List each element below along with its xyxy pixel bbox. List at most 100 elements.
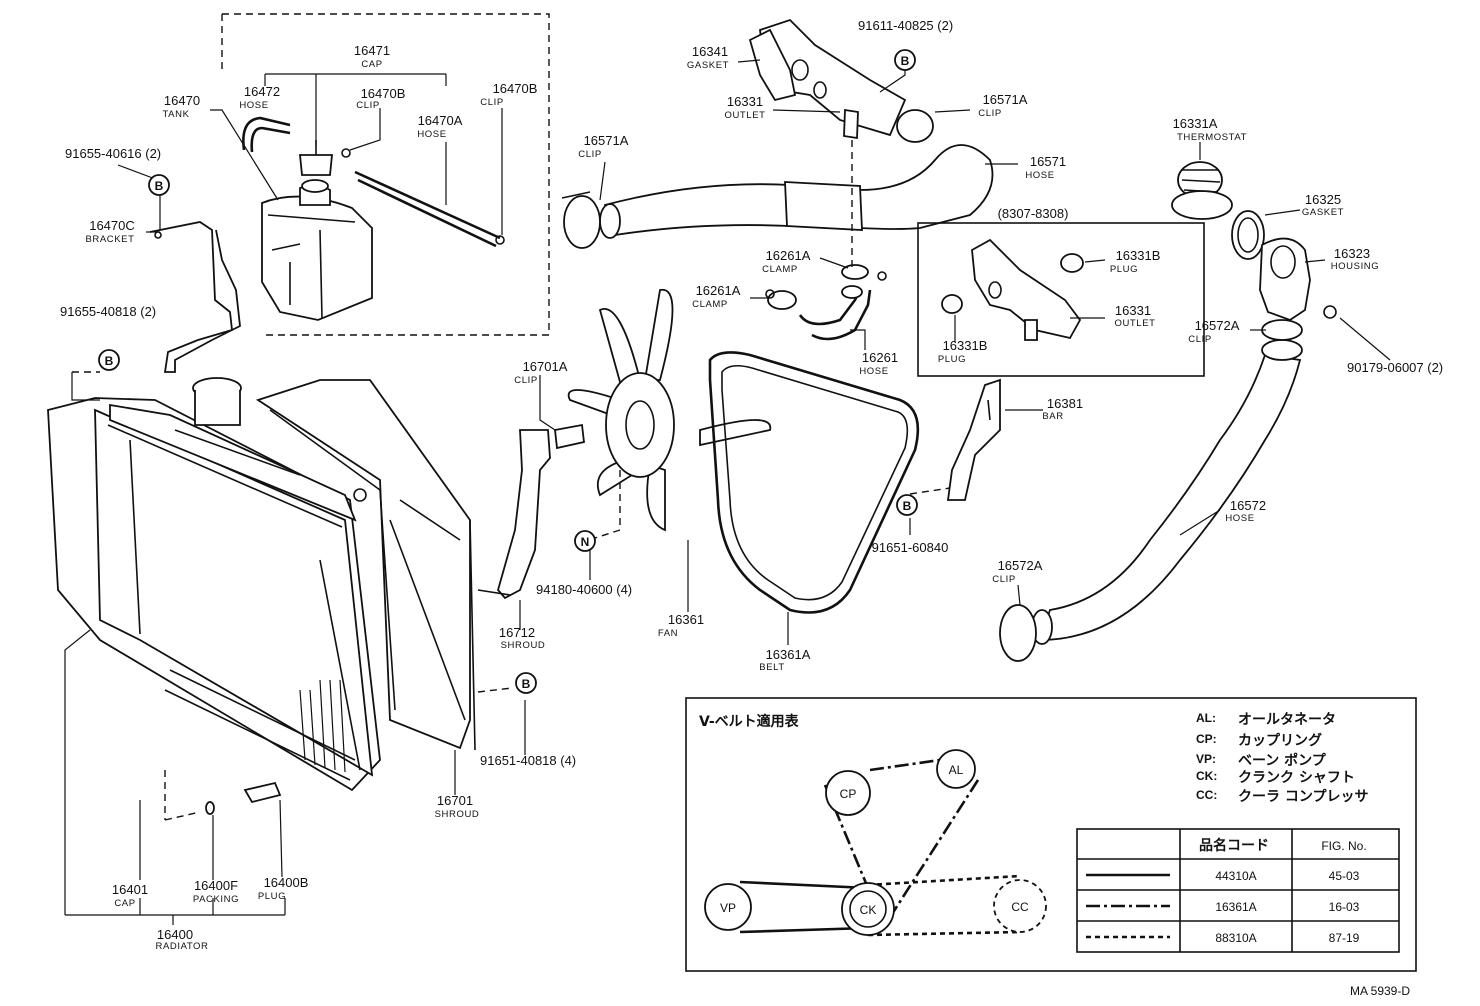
svg-text:BAR: BAR (1042, 411, 1063, 422)
overflow-hose-16472 (242, 116, 291, 153)
variant-plug-b (941, 294, 963, 314)
part-label-16323: 16323 HOUSING (1331, 246, 1379, 272)
svg-text:16400F: 16400F (194, 878, 238, 893)
svg-text:CLIP: CLIP (1188, 334, 1212, 345)
svg-text:CLIP: CLIP (356, 100, 380, 111)
part-label-16361: 16361 FAN (658, 612, 704, 639)
part-label-16572a-upper: 16572A CLIP (1188, 318, 1240, 345)
part-label-16331-top: 16331 OUTLET (724, 94, 765, 121)
svg-text:16572: 16572 (1230, 498, 1266, 513)
pulley-vp: VP (704, 883, 752, 931)
svg-text:N: N (581, 535, 590, 549)
part-label-94180-40600: 94180-40600 (4) (536, 582, 632, 597)
svg-text:16331B: 16331B (1116, 248, 1161, 263)
svg-text:16261: 16261 (862, 350, 898, 365)
svg-text:16572A: 16572A (998, 558, 1043, 573)
svg-text:16325: 16325 (1305, 192, 1341, 207)
svg-text:THERMOSTAT: THERMOSTAT (1177, 132, 1247, 143)
part-label-91651-40818: 91651-40818 (4) (480, 753, 576, 768)
part-label-16571a-left: 16571A CLIP (578, 133, 629, 160)
svg-text:91655-40818 (2): 91655-40818 (2) (60, 304, 156, 319)
svg-text:16571A: 16571A (584, 133, 629, 148)
svg-text:CP: CP (840, 787, 857, 801)
belt-chart-box (685, 697, 1417, 972)
part-label-16400f: 16400F PACKING (193, 878, 239, 905)
table-cell-fig: 87-19 (1329, 931, 1360, 945)
table-cell-code: 44310A (1215, 869, 1256, 883)
table-header-code: 品名コード (1199, 837, 1269, 854)
svg-text:16361: 16361 (668, 612, 704, 627)
part-label-16701: 16701 SHROUD (435, 793, 479, 820)
part-label-16470: 16470 TANK (162, 93, 200, 120)
marker-b-5: B (515, 672, 537, 694)
svg-text:HOSE: HOSE (417, 129, 446, 140)
table-cell-code: 88310A (1215, 931, 1256, 945)
lower-hose (1031, 339, 1303, 645)
svg-text:AL:: AL: (1196, 711, 1216, 725)
tank-cap (299, 140, 333, 176)
variant-plug-a (1060, 253, 1084, 273)
svg-text:CLIP: CLIP (978, 108, 1002, 119)
table-cell-fig: 45-03 (1329, 869, 1360, 883)
part-label-16261a-lower: 16261A CLAMP (692, 283, 741, 310)
reservoir-group-box (221, 13, 550, 336)
bypass-clamp-upper (841, 264, 887, 281)
svg-text:16712: 16712 (499, 625, 535, 640)
part-label-16331-variant: 16331 OUTLET (1114, 303, 1154, 329)
part-label-16471: 16471 CAP (354, 43, 390, 70)
part-label-16400: 16400 RADIATOR (155, 927, 208, 952)
radiator-filler-neck (192, 377, 242, 426)
part-label-16331b-a: 16331B PLUG (1110, 248, 1161, 275)
hose-clip-16572a-lower (999, 604, 1037, 662)
svg-text:16470: 16470 (164, 93, 200, 108)
svg-text:CAP: CAP (114, 898, 135, 909)
svg-text:RADIATOR: RADIATOR (155, 941, 208, 952)
svg-text:GASKET: GASKET (687, 60, 729, 71)
part-label-91651-60840: 91651-60840 (872, 540, 949, 555)
part-label-16472: 16472 HOSE (239, 84, 280, 111)
svg-text:CC: CC (1011, 900, 1029, 914)
marker-b-1: B (148, 174, 170, 196)
part-label-16400b: 16400B PLUG (258, 875, 309, 902)
svg-text:94180-40600 (4): 94180-40600 (4) (536, 582, 632, 597)
svg-text:16472: 16472 (244, 84, 280, 99)
svg-text:CLAMP: CLAMP (692, 299, 728, 310)
part-label-16331a: 16331A THERMOSTAT (1173, 116, 1247, 143)
svg-text:PLUG: PLUG (258, 891, 286, 902)
svg-text:16571: 16571 (1030, 154, 1066, 169)
part-label-16571a-right: 16571A CLIP (978, 92, 1028, 119)
svg-text:B: B (903, 499, 912, 513)
part-label-16401: 16401 CAP (112, 882, 148, 909)
svg-text:VP:: VP: (1196, 752, 1216, 766)
part-label-16572a-lower: 16572A CLIP (992, 558, 1043, 585)
part-label-16470a: 16470A HOSE (417, 113, 462, 140)
svg-text:91651-60840: 91651-60840 (872, 540, 949, 555)
svg-text:OUTLET: OUTLET (724, 110, 765, 121)
svg-text:91611-40825 (2): 91611-40825 (2) (858, 18, 953, 33)
svg-text:16400: 16400 (157, 927, 193, 942)
svg-text:16261A: 16261A (696, 283, 741, 298)
v-belt (708, 351, 920, 614)
svg-text:HOSE: HOSE (239, 100, 268, 111)
svg-text:PLUG: PLUG (938, 354, 966, 365)
fan-shroud-16712 (477, 429, 551, 600)
svg-text:CLAMP: CLAMP (762, 264, 798, 275)
bypass-hose (798, 285, 872, 341)
svg-text:FAN: FAN (658, 628, 678, 639)
marker-b-3: B (894, 49, 916, 71)
svg-text:CAP: CAP (361, 59, 382, 70)
pulley-cc: CC (993, 879, 1047, 933)
svg-text:(8307-8308): (8307-8308) (998, 206, 1069, 221)
part-label-16470b-b: 16470B CLIP (480, 81, 537, 108)
svg-text:16331A: 16331A (1173, 116, 1218, 131)
svg-text:16470B: 16470B (493, 81, 538, 96)
svg-text:B: B (522, 677, 531, 691)
drawing-reference: MA 5939-D (1350, 984, 1410, 998)
hose-clip-16571a-right (896, 109, 934, 143)
part-label-91655-40616: 91655-40616 (2) (65, 146, 161, 161)
svg-text:ベーン ポンプ: ベーン ポンプ (1238, 752, 1327, 769)
pulley-cp: CP (825, 770, 871, 816)
part-label-16571: 16571 HOSE (1025, 154, 1066, 181)
